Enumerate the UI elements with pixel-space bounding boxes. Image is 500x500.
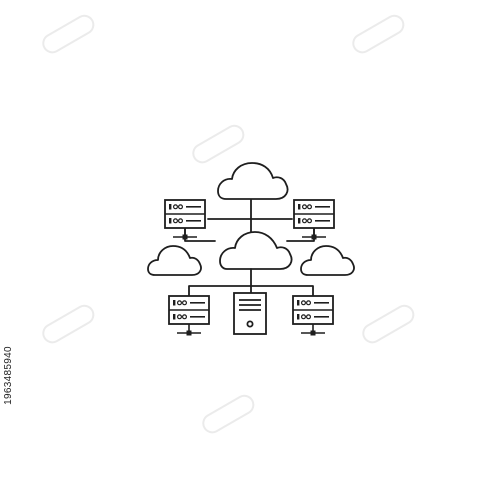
stock-id-label: 1963485940 [1,250,15,500]
tower-server-icon [233,292,267,335]
rack-server-icon [292,295,334,337]
cloud-icon [219,231,293,270]
rack-server-icon [293,199,335,241]
cloud-icon [300,245,355,276]
cloud-icon [217,162,289,200]
stock-id-text: 1963485940 [2,345,14,405]
cloud-icon [147,245,202,276]
rack-server-icon [164,199,206,241]
rack-server-icon [168,295,210,337]
